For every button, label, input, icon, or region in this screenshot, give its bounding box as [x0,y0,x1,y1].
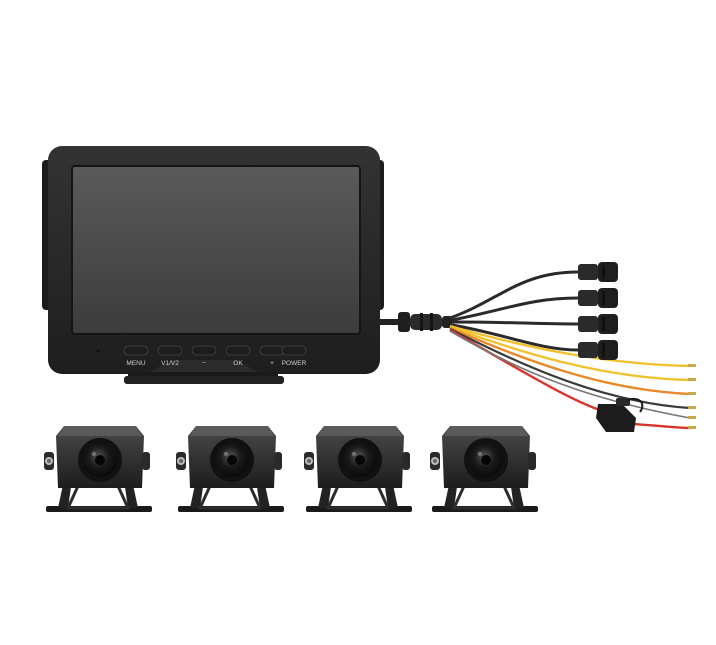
v1-v2-button-label: V1/V2 [161,360,179,367]
ok-button-label: OK [233,360,243,367]
monitor-button-row: MENU V1/V2 − OK + POWER [123,345,307,367]
plus-button-label: + [270,360,274,367]
power-button[interactable]: POWER [281,345,307,367]
video-connector-2 [578,288,618,308]
monitor-screen [72,166,360,334]
video-connector-4 [578,340,618,360]
menu-button[interactable]: MENU [123,345,149,367]
cable-harness [380,270,696,430]
minus-button-label: − [202,360,206,367]
minus-button[interactable]: − [191,345,217,367]
video-connector-1 [578,262,618,282]
fuse-holder [596,398,644,432]
camera-4 [428,424,540,514]
camera-3 [302,424,414,514]
monitor [42,146,384,384]
menu-button-label: MENU [126,360,145,367]
ok-button[interactable]: OK [225,345,251,367]
camera-2 [174,424,286,514]
video-connector-3 [578,314,618,334]
power-button-label: POWER [282,360,307,367]
v1-v2-button[interactable]: V1/V2 [157,345,183,367]
camera-1 [42,424,154,514]
